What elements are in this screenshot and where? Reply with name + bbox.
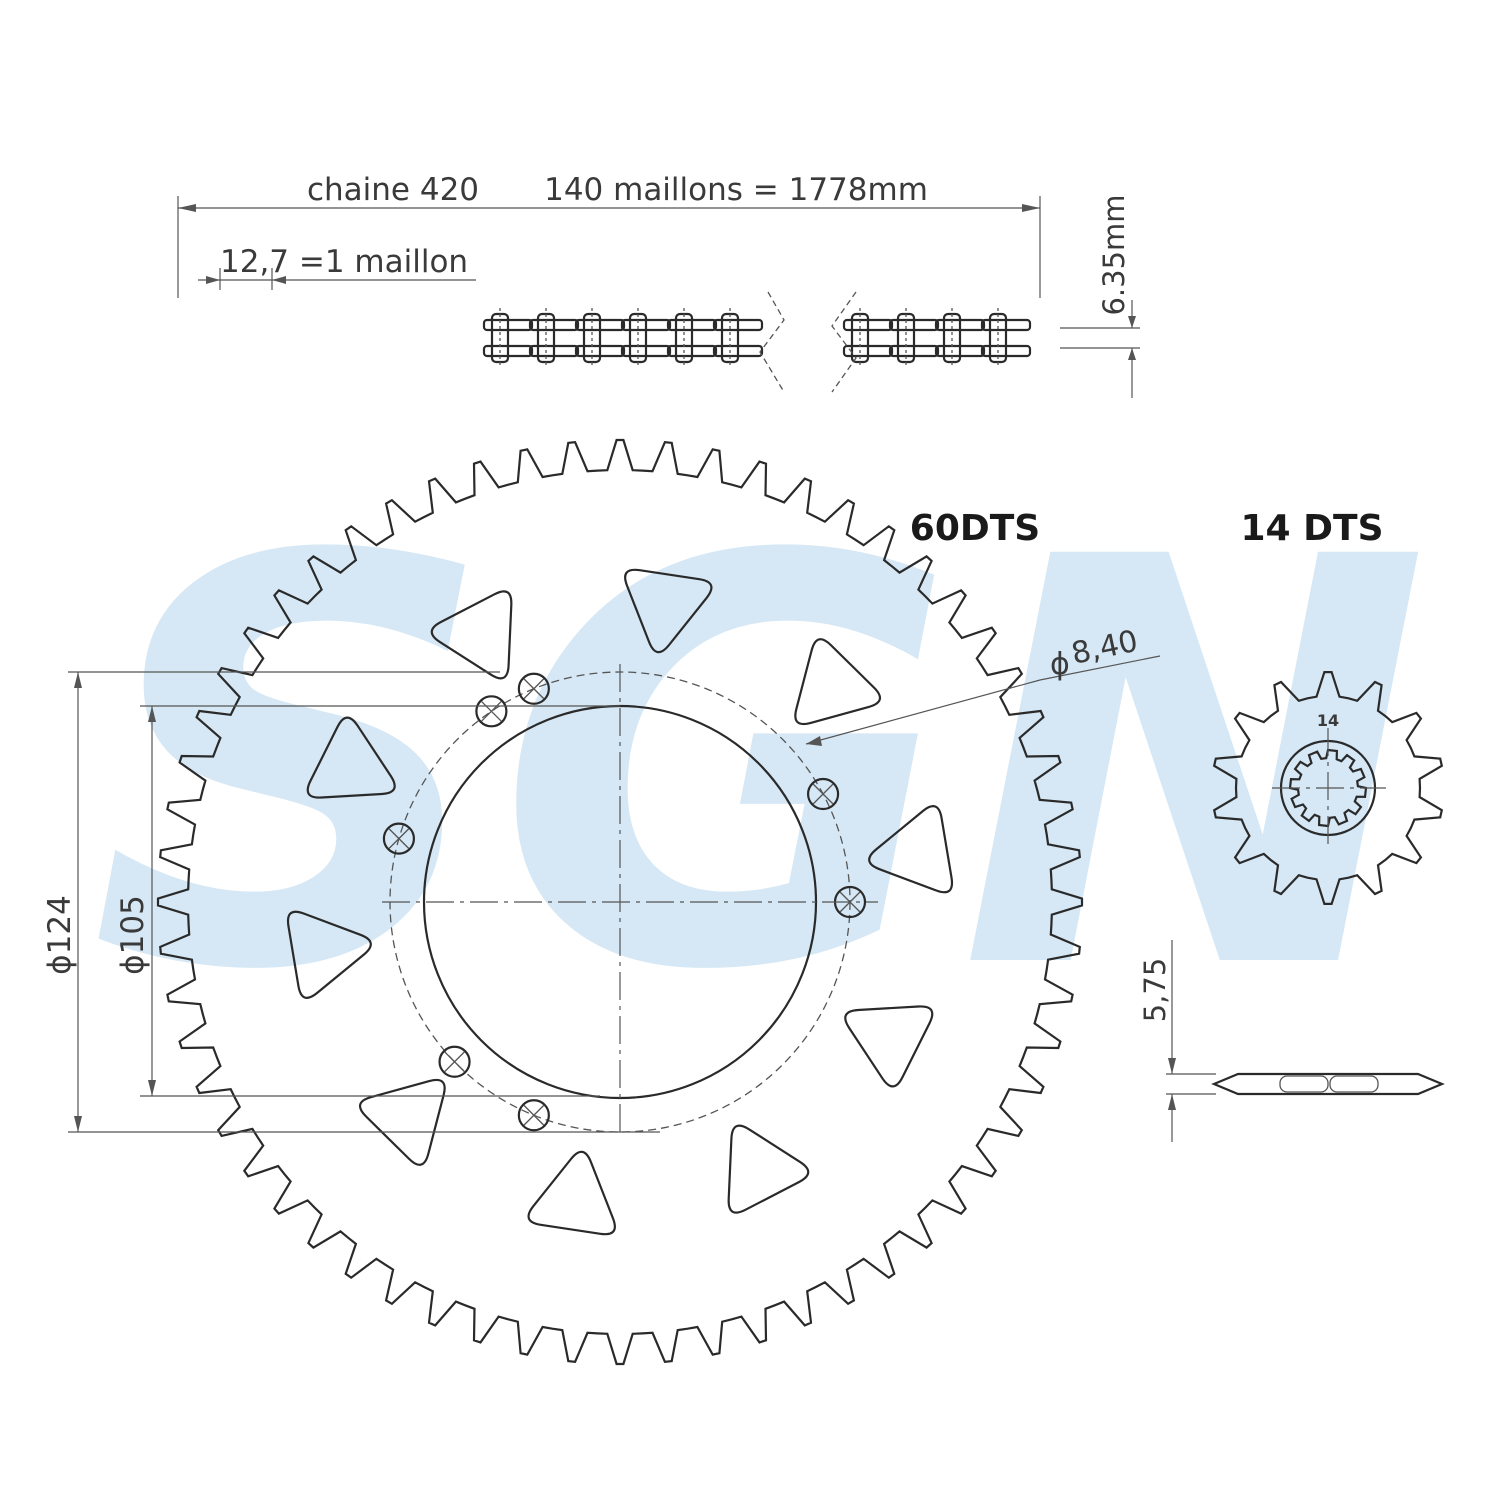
- lightening-holes: [286, 568, 954, 1236]
- bolt-circle-diameter-dimension: ϕ124: [42, 671, 660, 1133]
- lightening-hole: [868, 805, 954, 894]
- chain-link: [482, 308, 534, 368]
- chain-pitch-dimension: 12,7 =1 maillon: [198, 244, 476, 290]
- bore-diameter-dimension: ϕ105: [115, 705, 620, 1097]
- lightening-hole: [844, 1005, 934, 1088]
- chain-link: [528, 308, 580, 368]
- bolt-hole-diameter-symbol: ϕ: [1050, 647, 1070, 682]
- chain-link: [666, 308, 718, 368]
- rear-sprocket-teeth-label: 60DTS: [910, 508, 1040, 549]
- watermark-logo: SGN: [90, 441, 1430, 1093]
- front-sprocket-teeth-label: 14 DTS: [1241, 508, 1384, 549]
- front-sprocket-side-view: 5,75: [1138, 940, 1445, 1142]
- bore-label: ϕ105: [115, 895, 151, 975]
- bolt-circle-label: ϕ124: [42, 895, 78, 975]
- chain-side-view: [482, 291, 1032, 393]
- chain-link: [842, 308, 894, 368]
- bolt-hole: [382, 822, 416, 855]
- lightening-hole: [286, 910, 372, 999]
- front-sprocket-thickness-label: 5,75: [1138, 958, 1172, 1023]
- chain-pitch-label: 12,7 =1 maillon: [220, 244, 468, 280]
- bolt-hole: [806, 777, 840, 811]
- lightening-hole: [527, 1150, 616, 1236]
- front-sprocket-teeth-outline: [1212, 671, 1444, 905]
- chain-width-label: 6.35mm: [1097, 194, 1131, 315]
- chain-length-dimension: chaine 420 140 maillons = 1778mm: [177, 172, 1041, 298]
- bolt-hole: [438, 1045, 471, 1078]
- lightening-hole: [306, 716, 396, 799]
- chain-link: [934, 308, 986, 368]
- bolt-hole: [517, 1099, 550, 1132]
- lightening-hole: [794, 638, 881, 726]
- front-sprocket-stamp: 14: [1317, 711, 1339, 730]
- chain-link: [980, 308, 1032, 368]
- chain-spec-label: chaine 420: [307, 172, 479, 208]
- front-sprocket: 14 DTS 14: [1212, 508, 1444, 905]
- chain-link: [574, 308, 626, 368]
- chain-link: [620, 308, 672, 368]
- chain-link: [888, 308, 940, 368]
- chain-length-label: 140 maillons = 1778mm: [544, 172, 928, 208]
- bolt-hole: [517, 672, 550, 705]
- lightening-hole: [430, 590, 513, 680]
- chain-width-dimension: 6.35mm: [1060, 194, 1140, 398]
- chain-link: [712, 308, 764, 368]
- bolt-hole: [475, 695, 508, 728]
- lightening-hole: [624, 568, 713, 654]
- rear-sprocket: 60DTS: [156, 438, 1084, 1366]
- lightening-hole: [727, 1124, 810, 1214]
- lightening-hole: [359, 1078, 446, 1166]
